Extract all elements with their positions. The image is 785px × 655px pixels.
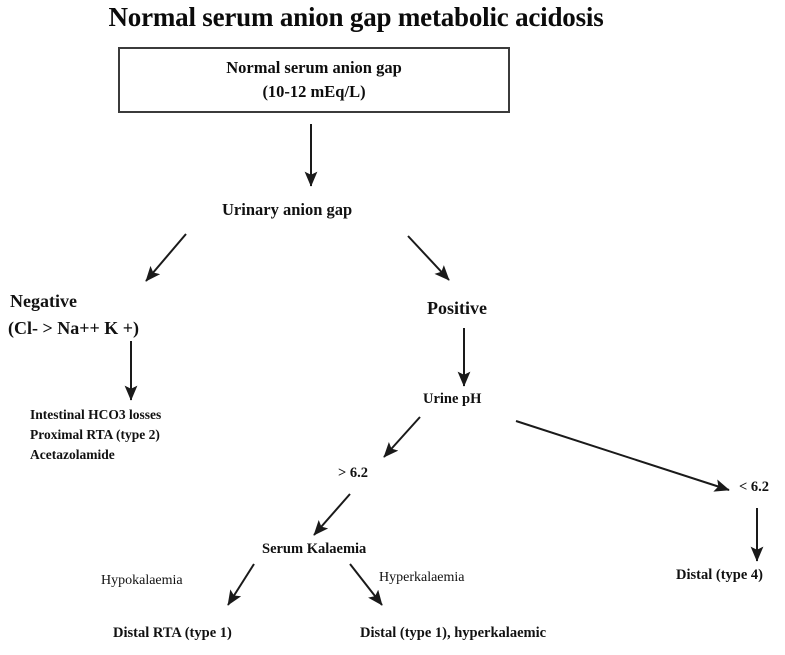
root-node-box: Normal serum anion gap (10-12 mEq/L) [118, 47, 510, 113]
root-node-line-2: (10-12 mEq/L) [262, 82, 366, 101]
negative-causes-list: Intestinal HCO3 losses Proximal RTA (typ… [30, 405, 161, 465]
arrow-kalaemia-to-hyper [349, 563, 383, 606]
node-negative: Negative [10, 291, 77, 311]
node-urine-ph: Urine pH [423, 391, 482, 407]
list-item: Proximal RTA (type 2) [30, 427, 160, 442]
arrow-ph-to-low [515, 420, 730, 492]
node-urinary-anion-gap: Urinary anion gap [222, 200, 353, 219]
root-node-line-1: Normal serum anion gap [226, 58, 402, 77]
list-item: Acetazolamide [30, 447, 115, 462]
arrow-ph-to-high [383, 416, 421, 458]
node-ph-less-6-2: < 6.2 [739, 479, 770, 495]
page-title: Normal serum anion gap metabolic acidosi… [108, 2, 604, 32]
node-positive: Positive [427, 298, 487, 318]
node-distal-type-1-hyperkalaemic: Distal (type 1), hyperkalaemic [360, 625, 547, 641]
node-serum-kalaemia: Serum Kalaemia [262, 541, 367, 557]
node-ph-greater-6-2: > 6.2 [338, 465, 369, 481]
edge-label-hyperkalaemia: Hyperkalaemia [379, 570, 465, 585]
list-item: Intestinal HCO3 losses [30, 407, 162, 422]
arrow-uag-to-positive [407, 235, 450, 281]
node-distal-type-4: Distal (type 4) [676, 567, 763, 583]
edge-label-hypokalaemia: Hypokalaemia [101, 573, 183, 588]
node-distal-rta-type-1: Distal RTA (type 1) [113, 625, 232, 641]
arrow-uag-to-negative [145, 233, 187, 282]
arrow-kalaemia-to-hypo [227, 563, 255, 606]
arrow-high-to-kalaemia [313, 493, 351, 536]
node-negative-formula: (Cl- > Na++ K +) [8, 318, 140, 338]
